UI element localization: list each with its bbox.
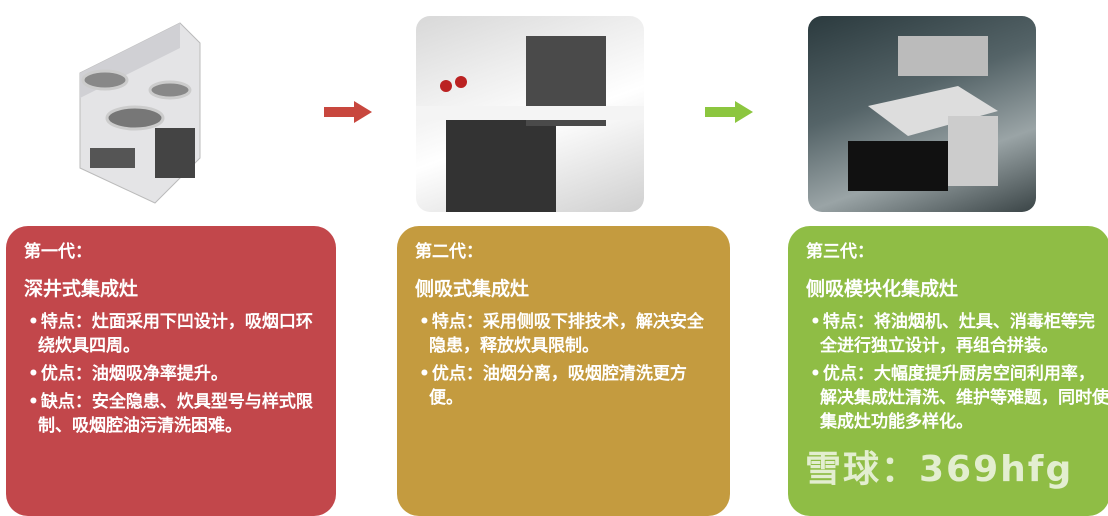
generation-label: 第三代： <box>806 242 874 262</box>
generation-label: 第二代： <box>415 242 483 262</box>
feature-point: 特点：灶面采用下凹设计，吸烟口环绕炊具四周。 <box>24 310 328 358</box>
generation-label: 第一代： <box>24 242 92 262</box>
feature-point: 特点：采用侧吸下排技术，解决安全隐患，释放炊具限制。 <box>415 310 719 358</box>
stove-type: 侧吸模块化集成灶 <box>806 278 959 300</box>
deep-well-stove-image <box>60 18 220 208</box>
advantage-point: 优点：油烟吸净率提升。 <box>24 362 328 386</box>
card-gen1: 第一代： 深井式集成灶 特点：灶面采用下凹设计，吸烟口环绕炊具四周。 优点：油烟… <box>6 226 336 516</box>
feature-point: 特点：将油烟机、灶具、消毒柜等完全进行独立设计，再组合拼装。 <box>806 310 1108 358</box>
modular-stove-image <box>808 16 1036 212</box>
arrow-right-icon <box>705 101 753 123</box>
card-gen2: 第二代： 侧吸式集成灶 特点：采用侧吸下排技术，解决安全隐患，释放炊具限制。 优… <box>397 226 730 516</box>
side-suction-stove-image <box>416 16 644 212</box>
advantage-point: 优点：油烟分离，吸烟腔清洗更方便。 <box>415 362 719 410</box>
stove-type: 深井式集成灶 <box>24 278 139 300</box>
watermark: 雪球：369hfg <box>805 449 1074 490</box>
stove-type: 侧吸式集成灶 <box>415 278 530 300</box>
disadvantage-point: 缺点：安全隐患、炊具型号与样式限制、吸烟腔油污清洗困难。 <box>24 390 328 438</box>
arrow-right-icon <box>324 101 372 123</box>
advantage-point: 优点：大幅度提升厨房空间利用率，解决集成灶清洗、维护等难题，同时使集成灶功能多样… <box>806 362 1108 434</box>
card-gen3: 第三代： 侧吸模块化集成灶 特点：将油烟机、灶具、消毒柜等完全进行独立设计，再组… <box>788 226 1108 516</box>
